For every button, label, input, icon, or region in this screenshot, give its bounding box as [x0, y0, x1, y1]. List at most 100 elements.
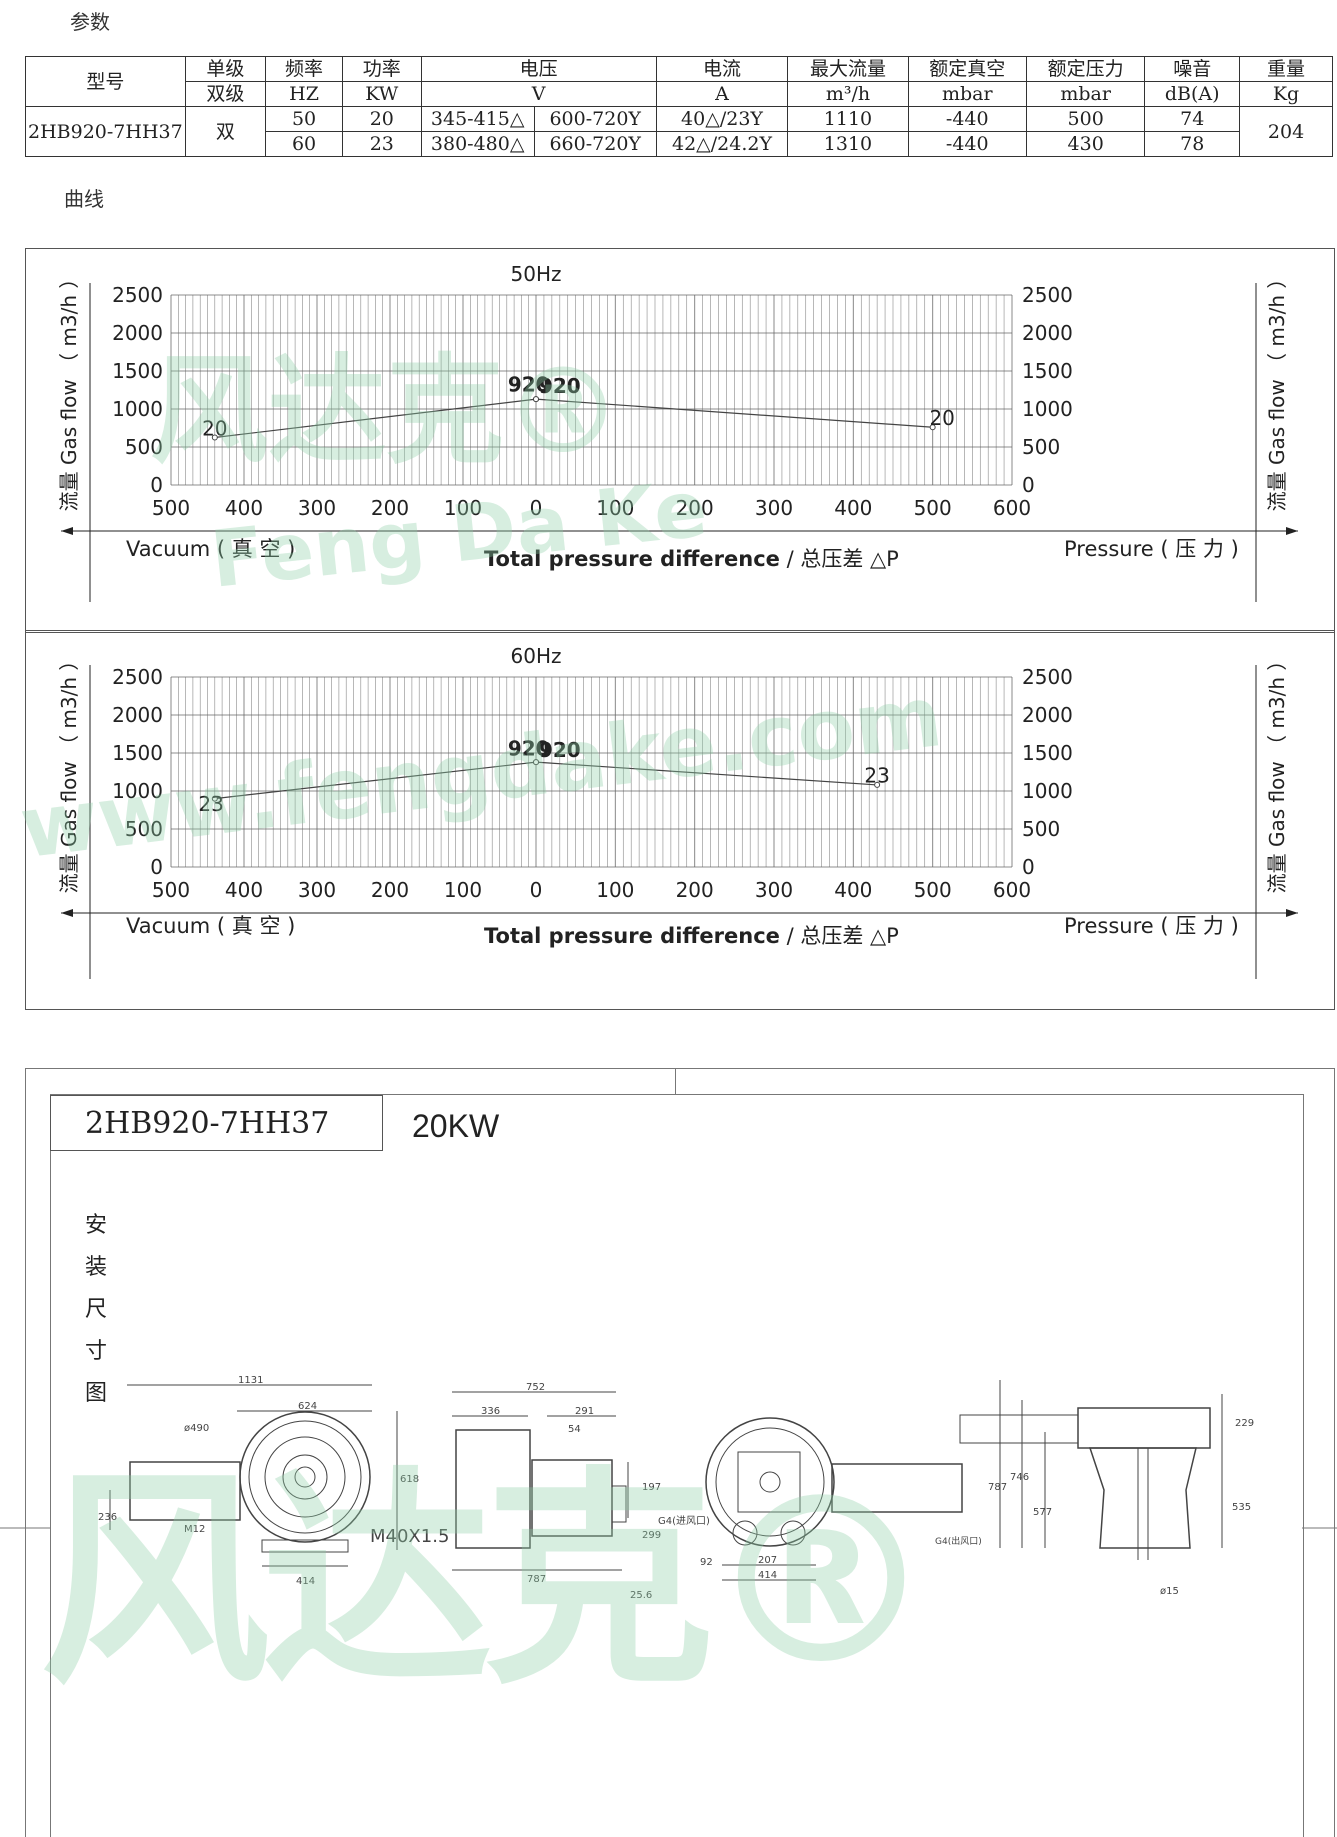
installation-drawing: 1131 624 ø490 618 236 M12 414 M40X1.5 75…: [0, 1375, 1337, 1601]
top-view: [959, 1380, 1223, 1560]
back-view: [705, 1417, 963, 1581]
dim-label: 299: [642, 1530, 661, 1541]
cell-flow: 1310: [787, 131, 909, 157]
y-tick-label: 2000: [112, 321, 163, 345]
y-axis-label: 流量 Gas flow （ m3/h ）: [57, 651, 81, 894]
cell-noise: 78: [1144, 131, 1241, 157]
y-tick-label: 1500: [112, 359, 163, 383]
x-tick-label: 100: [596, 496, 634, 520]
dim-label: 752: [526, 1382, 545, 1393]
drawing-frame: [25, 1068, 1335, 1837]
col-header-pressure: 额定压力: [1025, 56, 1146, 82]
x-tick-label: 100: [444, 878, 482, 902]
cell-vacuum: -440: [907, 106, 1027, 132]
cell-pressure: 500: [1025, 106, 1146, 132]
y-tick-label-right: 1000: [1022, 779, 1073, 803]
section-curve-heading: 曲线: [64, 187, 104, 211]
x-tick-label: 600: [993, 878, 1031, 902]
x-tick-label: 600: [993, 496, 1031, 520]
dim-label: G4(进风口): [658, 1515, 710, 1527]
y-axis-label: 流量 Gas flow （ m3/h ）: [57, 269, 81, 512]
x-tick-label: 500: [152, 878, 190, 902]
cell-noise: 74: [1144, 106, 1241, 132]
y-tick-label: 1500: [112, 741, 163, 765]
unit-weight: Kg: [1239, 81, 1333, 107]
dim-label: ø490: [184, 1423, 209, 1434]
unit-current: A: [655, 81, 789, 107]
data-point: [533, 759, 539, 766]
data-point: [929, 424, 936, 431]
unit-noise: dB(A): [1144, 81, 1241, 107]
dim-label: 291: [575, 1406, 594, 1417]
data-label: 20: [202, 417, 227, 441]
x-tick-label: 300: [298, 496, 336, 520]
col-header-freq: 频率: [265, 56, 343, 82]
x-tick-label: 500: [914, 878, 952, 902]
x-tick-label: 100: [444, 496, 482, 520]
x-tick-label: 400: [834, 496, 872, 520]
cell-stage: 双: [184, 106, 267, 157]
data-label: 920: [508, 373, 550, 397]
chart-title: 60Hz: [511, 644, 562, 668]
y-tick-label: 0: [150, 473, 163, 497]
x-tick-label: 200: [676, 496, 714, 520]
x-tick-label: 100: [596, 878, 634, 902]
data-point: [533, 396, 539, 403]
x-tick-label: 500: [914, 496, 952, 520]
col-header-voltage: 电压: [420, 56, 657, 82]
spec-table: 型号 单级 频率 功率 电压 电流 最大流量 额定真空 额定压力 噪音 重量 双…: [25, 56, 1333, 157]
y-tick-label: 500: [125, 817, 163, 841]
front-view: [109, 1384, 398, 1567]
y-tick-label-right: 2000: [1022, 321, 1073, 345]
dim-label: 414: [296, 1576, 315, 1587]
y-tick-label-right: 2500: [1022, 283, 1073, 307]
arrow-left-icon: [61, 909, 73, 917]
data-label: 920: [539, 374, 581, 398]
dim-label: M12: [184, 1524, 205, 1535]
dim-label: G4(出风口): [935, 1535, 982, 1547]
cell-voltage-y: 660-720Y: [533, 131, 657, 157]
y-tick-label-right: 1500: [1022, 741, 1073, 765]
frame-divider: [675, 1068, 676, 1094]
y-tick-label: 2000: [112, 703, 163, 727]
drawing-vertical-label: 安 装 尺 寸 图: [85, 1205, 107, 1415]
x-tick-label: 400: [225, 878, 263, 902]
unit-pressure: mbar: [1025, 81, 1146, 107]
drawing-inner-frame: [50, 1094, 1304, 1837]
table-row: 2HB920-7HH37 双 50 20 345-415△ 600-720Y 4…: [25, 106, 1333, 157]
y-tick-label-right: 0: [1022, 473, 1035, 497]
col-header-noise: 噪音: [1144, 56, 1241, 82]
x-tick-label: 300: [755, 496, 793, 520]
y-axis-label-right: 流量 Gas flow （ m3/h ）: [1265, 269, 1289, 512]
data-label: 920: [508, 736, 550, 760]
y-tick-label: 2500: [112, 283, 163, 307]
y-tick-label: 500: [125, 435, 163, 459]
arrow-left-icon: [61, 527, 73, 535]
col-header-weight: 重量: [1239, 56, 1333, 82]
table-row: 60 23 380-480△ 660-720Y 42△/24.2Y 1310 -…: [26, 131, 1333, 157]
section-params-heading: 参数: [70, 10, 110, 34]
x-axis-label: Total pressure difference / 总压差 △P: [484, 924, 899, 948]
unit-flow: m³/h: [787, 81, 909, 107]
y-tick-label-right: 1500: [1022, 359, 1073, 383]
y-axis-label-right: 流量 Gas flow （ m3/h ）: [1265, 651, 1289, 894]
x-axis-label: Total pressure difference / 总压差 △P: [484, 547, 899, 571]
cell-model: 2HB920-7HH37: [25, 106, 186, 157]
dim-label: 236: [98, 1512, 117, 1523]
data-label: 20: [929, 406, 954, 430]
x-tick-label: 200: [676, 878, 714, 902]
dim-label-thread: M40X1.5: [370, 1526, 449, 1547]
y-tick-label-right: 500: [1022, 435, 1060, 459]
vertical-char: 寸: [85, 1339, 108, 1364]
dim-label: 54: [568, 1424, 581, 1435]
series-line-pressure: [535, 398, 933, 428]
cell-current: 42△/24.2Y: [655, 131, 789, 157]
x-tick-label: 200: [371, 878, 409, 902]
cell-voltage-delta: 345-415△: [420, 106, 535, 132]
y-tick-label: 2500: [112, 665, 163, 689]
cell-voltage-delta: 380-480△: [420, 131, 535, 157]
pressure-label: Pressure ( 压 力 ): [1064, 537, 1239, 561]
y-tick-label: 1000: [112, 779, 163, 803]
cell-power: 23: [341, 131, 422, 157]
data-label: 23: [198, 792, 223, 816]
